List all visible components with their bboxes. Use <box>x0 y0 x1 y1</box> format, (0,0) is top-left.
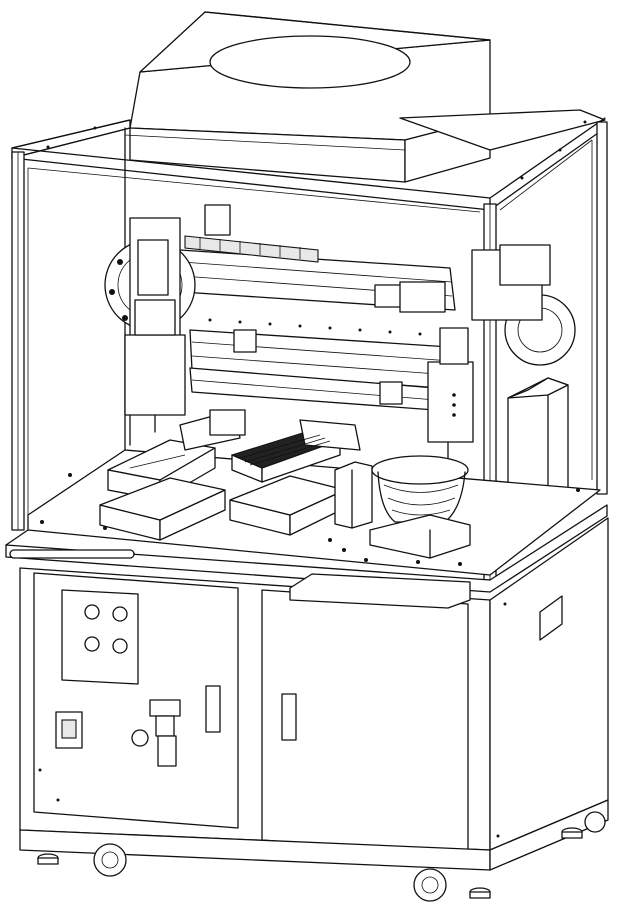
middle-fixture <box>229 419 361 536</box>
push-button-icon-2[interactable] <box>112 606 128 622</box>
top-hood <box>124 11 491 183</box>
caster-wheel-right <box>413 868 447 902</box>
door-handle-right[interactable] <box>281 693 297 741</box>
base-and-casters <box>19 799 609 902</box>
vibratory-bowl-icon <box>371 455 469 485</box>
vibratory-bowl-feeder <box>369 455 471 559</box>
door-handle-left[interactable] <box>205 685 221 733</box>
cylinder-block <box>334 461 373 529</box>
gantry-rails <box>179 235 469 413</box>
push-button-icon-4[interactable] <box>112 638 128 654</box>
caster-wheel-left <box>93 843 127 877</box>
side-drawer[interactable] <box>289 573 471 609</box>
right-spindle-head <box>399 244 576 461</box>
lower-cabinet <box>19 517 609 856</box>
left-fixture <box>99 409 246 541</box>
cable-chain <box>184 235 319 263</box>
control-button-panel <box>61 589 139 685</box>
table-edge-bar <box>9 549 135 559</box>
air-filter-regulator <box>149 699 181 717</box>
top-hood-lid-circle <box>209 35 411 89</box>
frame-post-rear-right <box>596 121 608 495</box>
push-button-icon-1[interactable] <box>84 604 100 620</box>
left-spindle-head <box>104 204 231 446</box>
push-button-icon-3[interactable] <box>84 636 100 652</box>
side-panel-handle[interactable] <box>539 595 563 641</box>
